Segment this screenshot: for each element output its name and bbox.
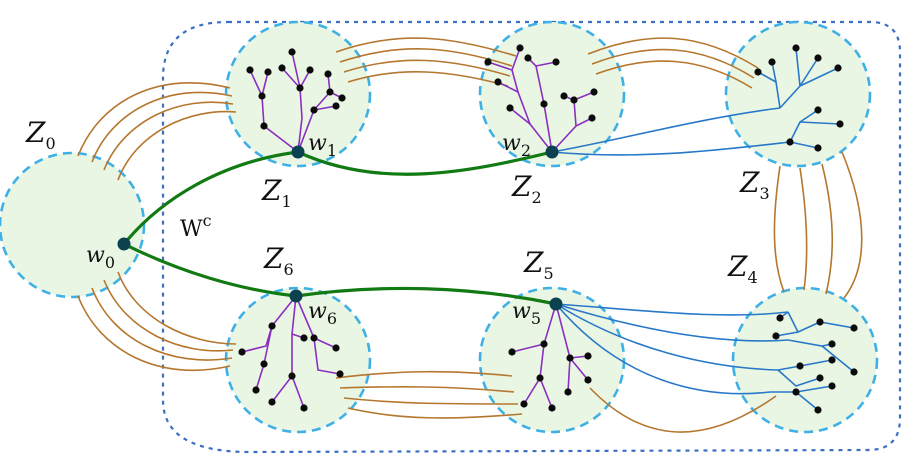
node-w5: [549, 297, 563, 311]
label-w6: w6: [308, 299, 337, 328]
label-z2: Z2: [511, 170, 542, 207]
path-w0-w1: [122, 150, 299, 246]
node-w1: [291, 145, 305, 159]
main-paths: [122, 150, 557, 306]
root-nodes: [117, 145, 563, 311]
tree-nodes: [238, 44, 858, 414]
blue-spanning-edges: [551, 107, 791, 395]
node-w6: [289, 289, 303, 303]
label-z3: Z3: [739, 166, 770, 203]
label-w0: w0: [86, 243, 115, 272]
zone-circles: [0, 20, 879, 434]
node-w0: [117, 237, 131, 251]
label-z6: Z6: [263, 242, 294, 279]
zone-z6: [224, 286, 372, 434]
path-w1-w2: [297, 150, 553, 176]
cross-edges: [77, 37, 863, 433]
tree-z3: [757, 47, 841, 149]
zone-z0: [0, 151, 146, 299]
zone-z5: [478, 286, 626, 434]
label-z1: Z1: [261, 174, 292, 211]
label-z4: Z4: [727, 250, 758, 287]
zone-z1: [224, 20, 372, 168]
label-z0: Z0: [25, 116, 56, 153]
path-w6-w5: [295, 286, 557, 306]
label-w2: w2: [502, 131, 531, 160]
label-z5: Z5: [523, 246, 554, 283]
path-w0-w6: [123, 242, 297, 298]
zone-labels: Z0 Z1 Z2 Z3 Z4 Z5 Z6: [25, 116, 770, 287]
node-w2: [545, 145, 559, 159]
complement-region-boundary: [161, 20, 902, 454]
label-w5: w5: [512, 299, 541, 328]
label-w-complement: Wc: [180, 211, 212, 242]
label-w1: w1: [308, 131, 337, 160]
vertex-labels: w0 w1 w2 w5 w6: [86, 131, 541, 328]
zone-z3: [724, 20, 872, 168]
